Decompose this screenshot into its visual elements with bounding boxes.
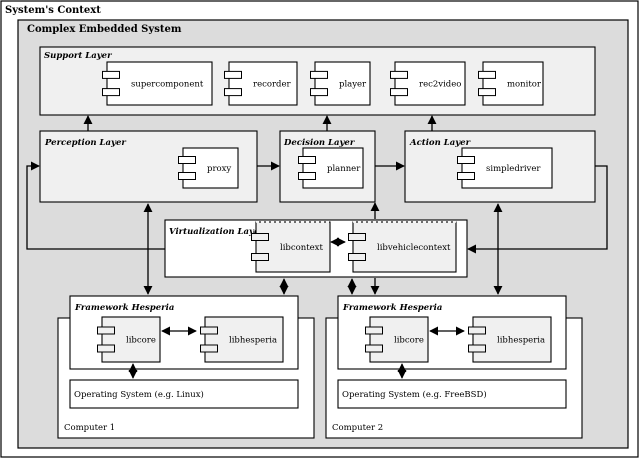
component-simpledriver-port-1 — [457, 156, 475, 164]
component-simpledriver-box — [461, 147, 553, 189]
component-planner: planner — [298, 147, 364, 189]
component-proxy: proxy — [178, 147, 239, 189]
component-libcore-1-box — [101, 316, 161, 363]
embedded-system-title: Complex Embedded System — [27, 24, 182, 35]
component-libcore-2-port-2 — [365, 344, 383, 353]
component-libcontext-port-1 — [251, 233, 269, 241]
support-layer-title: Support Layer — [44, 51, 112, 61]
component-simpledriver: simpledriver — [457, 147, 553, 189]
component-player: player — [310, 61, 371, 106]
component-libcore-1-port-1 — [97, 326, 115, 335]
component-libcontext-label: libcontext — [280, 243, 323, 253]
framework-hesperia-1-title: Framework Hesperia — [74, 303, 174, 313]
component-player-port-1 — [310, 70, 328, 79]
virtualization-components: libcontext libvehiclecontext — [251, 221, 457, 273]
component-simpledriver-port-2 — [457, 172, 475, 180]
component-libhesperia-1-label: libhesperia — [229, 336, 277, 346]
loop-action-to-virtualization — [467, 165, 608, 254]
component-libcontext-port-2 — [251, 253, 269, 261]
framework-hesperia-2-title: Framework Hesperia — [342, 303, 442, 313]
component-proxy-box — [182, 147, 239, 189]
component-planner-port-2 — [298, 172, 316, 180]
component-monitor-box — [482, 61, 544, 106]
component-rec2video: rec2video — [390, 61, 466, 106]
component-supercomponent-box — [106, 61, 213, 106]
computer-2-components: libcore libhesperia — [365, 316, 552, 363]
component-supercomponent-port-1 — [102, 70, 120, 79]
component-libvehiclecontext-box — [352, 221, 457, 273]
component-libhesperia-2: libhesperia — [468, 316, 552, 363]
component-libhesperia-2-label: libhesperia — [497, 336, 545, 346]
component-recorder-port-2 — [224, 88, 242, 97]
component-libhesperia-2-box — [472, 316, 552, 363]
component-libhesperia-2-port-2 — [468, 344, 486, 353]
component-recorder-label: recorder — [253, 80, 292, 90]
component-recorder-port-1 — [224, 70, 242, 79]
os-box-1 — [69, 379, 299, 409]
os-box-2 — [337, 379, 567, 409]
computer-1-label: Computer 1 — [64, 423, 115, 433]
component-monitor-port-2 — [478, 88, 496, 97]
component-rec2video-port-2 — [390, 88, 408, 97]
component-planner-box — [302, 147, 364, 189]
component-supercomponent-port-2 — [102, 88, 120, 97]
component-proxy-label: proxy — [207, 164, 231, 174]
component-recorder-box — [228, 61, 298, 106]
component-simpledriver: simpledriver — [457, 147, 553, 189]
component-libcore-2-box — [369, 316, 429, 363]
action-layer-title: Action Layer — [409, 138, 471, 148]
component-proxy-port-1 — [178, 156, 196, 164]
component-planner-label: planner — [327, 164, 361, 174]
component-libvehiclecontext: libvehiclecontext — [348, 221, 457, 273]
component-libhesperia-1-box — [204, 316, 284, 363]
component-monitor: monitor — [478, 61, 544, 106]
loop-virtualization-to-perception — [26, 161, 165, 250]
component-libcore-2-label: libcore — [394, 336, 424, 346]
computer-1-components: libcore libhesperia — [97, 316, 284, 363]
component-simpledriver-label: simpledriver — [486, 164, 541, 174]
component-libvehiclecontext-label: libvehiclecontext — [377, 243, 451, 253]
component-libcore-2: libcore — [365, 316, 429, 363]
component-player-box — [314, 61, 371, 106]
component-libhesperia-2-port-1 — [468, 326, 486, 335]
component-libhesperia-1-port-2 — [200, 344, 218, 353]
component-rec2video-label: rec2video — [419, 80, 461, 90]
component-proxy-port-2 — [178, 172, 196, 180]
component-rec2video-box — [394, 61, 466, 106]
component-libhesperia-1: libhesperia — [200, 316, 284, 363]
computer-2-label: Computer 2 — [332, 423, 383, 433]
component-recorder: recorder — [224, 61, 298, 106]
component-rec2video-port-1 — [390, 70, 408, 79]
component-supercomponent: supercomponent — [102, 61, 213, 106]
component-libcore-2-port-1 — [365, 326, 383, 335]
component-supercomponent-label: supercomponent — [131, 80, 204, 90]
component-proxy: proxy — [178, 147, 239, 189]
component-planner-port-1 — [298, 156, 316, 164]
component-monitor-label: monitor — [507, 80, 542, 90]
context-title: System's Context — [5, 5, 101, 16]
component-libcore-1: libcore — [97, 316, 161, 363]
component-planner: planner — [298, 147, 364, 189]
component-libcore-1-label: libcore — [126, 336, 156, 346]
support-components: supercomponent recorder player rec2video mon… — [102, 61, 544, 106]
virtualization-layer-title: Virtualization Layer — [169, 227, 264, 237]
connectors — [26, 115, 608, 379]
component-libcore-1-port-2 — [97, 344, 115, 353]
os-label-2: Operating System (e.g. FreeBSD) — [342, 389, 487, 400]
component-monitor-port-1 — [478, 70, 496, 79]
decision-layer-title: Decision Layer — [283, 138, 355, 148]
component-libvehiclecontext-port-1 — [348, 233, 366, 241]
os-label-1: Operating System (e.g. Linux) — [74, 389, 204, 400]
component-player-port-2 — [310, 88, 328, 97]
component-libcontext: libcontext — [251, 221, 331, 273]
component-libhesperia-1-port-1 — [200, 326, 218, 335]
perception-layer-title: Perception Layer — [44, 138, 126, 148]
component-libvehiclecontext-port-2 — [348, 253, 366, 261]
component-player-label: player — [339, 80, 367, 90]
